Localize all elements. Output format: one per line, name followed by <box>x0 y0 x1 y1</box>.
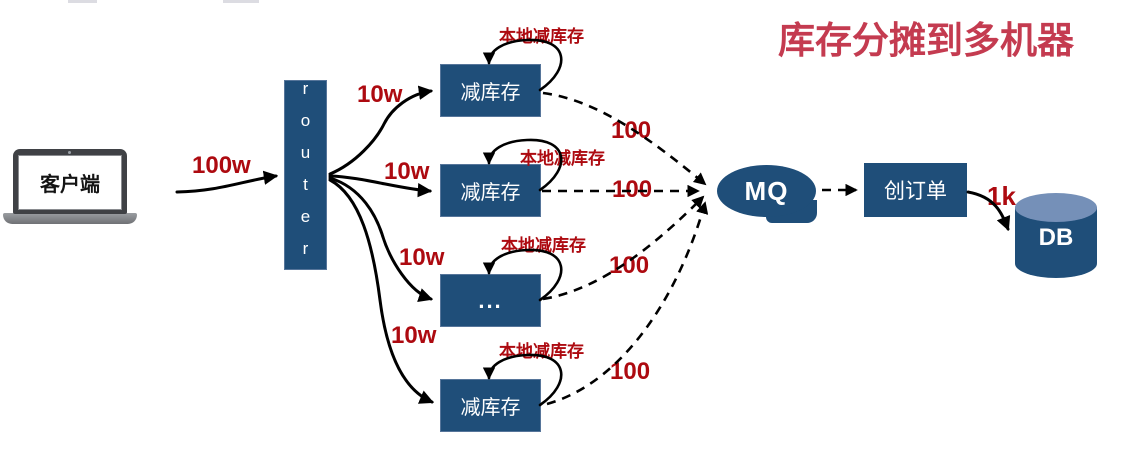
mq-node: MQ <box>717 165 816 217</box>
cropped-top-remnant <box>68 0 97 3</box>
edge-label-1k: 1k <box>987 181 1016 211</box>
edge-label-100-3: 100 <box>609 252 650 279</box>
worker-node-1: 减库存 <box>440 64 541 117</box>
router-label: router <box>296 79 315 271</box>
laptop-base <box>3 213 137 224</box>
laptop-icon: 客户端 <box>18 155 122 210</box>
edge-label-100-4: 100 <box>610 358 651 385</box>
edge-label-10w-3: 10w <box>399 244 445 271</box>
loop-label-1: 本地减库存 <box>499 27 584 46</box>
worker-label: ... <box>478 287 503 313</box>
loop-label-2: 本地减库存 <box>520 149 605 168</box>
db-cylinder-top <box>1015 193 1097 222</box>
client-node: 客户端 <box>13 149 127 214</box>
client-label: 客户端 <box>40 174 100 196</box>
loop-label-4: 本地减库存 <box>499 342 584 361</box>
edge-label-10w-1: 10w <box>357 81 403 108</box>
edge-router-to-worker-3 <box>328 176 434 302</box>
worker-label: 减库存 <box>460 182 521 204</box>
edge-label-100w: 100w <box>192 152 251 179</box>
worker-label: 减库存 <box>460 82 521 104</box>
edge-label-100-2: 100 <box>612 176 653 203</box>
worker-node-4: 减库存 <box>440 379 541 432</box>
edge-router-to-worker-4 <box>328 178 434 404</box>
worker-node-3: ... <box>440 274 541 327</box>
edge-label-10w-4: 10w <box>391 322 437 349</box>
mq-label: MQ <box>744 175 789 206</box>
create-order-node: 创订单 <box>864 163 967 217</box>
loop-label-3: 本地减库存 <box>501 236 586 255</box>
db-label: DB <box>1038 224 1074 251</box>
edge-label-100-1: 100 <box>611 117 652 144</box>
create-order-label: 创订单 <box>884 180 947 203</box>
cropped-top-remnant <box>223 0 259 3</box>
worker-label: 减库存 <box>460 397 521 419</box>
worker-node-2: 减库存 <box>440 164 541 217</box>
diagram-title: 库存分摊到多机器 <box>778 20 1074 61</box>
edge-label-10w-2: 10w <box>384 158 430 185</box>
router-node: router <box>284 79 327 271</box>
laptop-camera-dot <box>68 151 71 154</box>
